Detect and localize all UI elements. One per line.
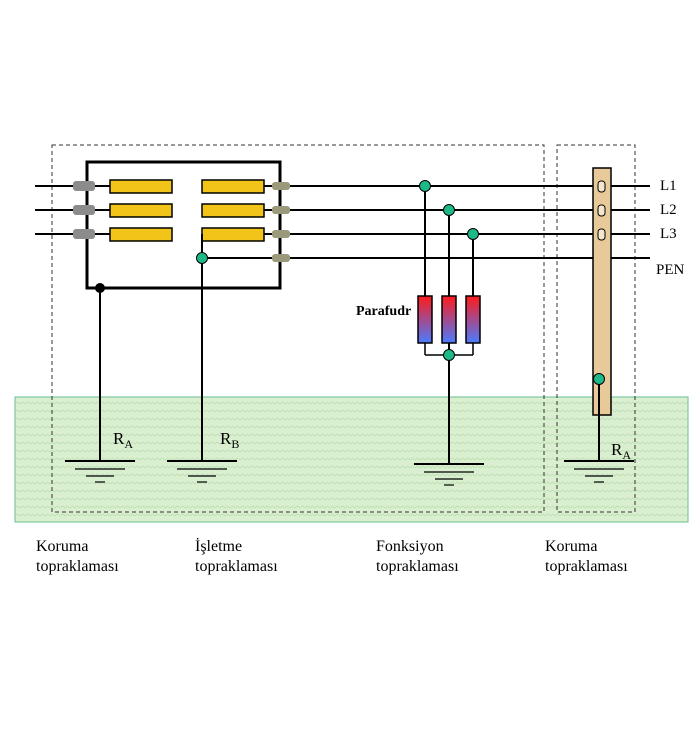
resistance-ra-right: RA [611, 440, 631, 462]
earth-region [14, 396, 689, 523]
secondary-bushings [272, 182, 290, 262]
secondary-windings [201, 179, 265, 242]
ground-symbol-4 [564, 460, 634, 483]
label-l1: L1 [660, 178, 677, 194]
caption-2-line1: İşletme [195, 538, 243, 555]
label-l2: L2 [660, 202, 677, 218]
enclosure-earth-node [95, 283, 105, 293]
star-point-node [196, 252, 208, 264]
caption-1-line2: topraklaması [36, 558, 119, 575]
resistance-ra-left: RA [113, 429, 133, 451]
ground-symbol-2 [167, 460, 237, 483]
caption-2-line2: topraklaması [195, 558, 278, 575]
caption-1-line1: Koruma [36, 538, 89, 555]
resistance-rb: RB [220, 429, 239, 451]
caption-protective-earthing-2: Koruma topraklaması [545, 537, 628, 577]
caption-functional-earthing: Fonksiyon topraklaması [376, 537, 459, 577]
label-l3: L3 [660, 226, 677, 242]
arrester-l1 [417, 295, 433, 344]
caption-3-line2: topraklaması [376, 558, 459, 575]
primary-lines [35, 185, 110, 235]
transformer-enclosure [85, 160, 282, 290]
primary-bushings [73, 181, 95, 239]
label-pen: PEN [656, 262, 685, 278]
installation-boundary [51, 144, 545, 513]
primary-windings [109, 179, 173, 242]
caption-system-earthing: İşletme topraklaması [195, 537, 278, 577]
arrester-l3 [465, 295, 481, 344]
caption-3-line1: Fonksiyon [376, 538, 444, 555]
caption-4-line2: topraklaması [545, 558, 628, 575]
ground-symbol-1 [65, 460, 135, 483]
caption-protective-earthing-1: Koruma topraklaması [36, 537, 119, 577]
consumer-boundary [556, 144, 636, 513]
arrester-label: Parafudr [356, 304, 411, 319]
consumer-earth-rod [592, 167, 612, 460]
caption-4-line1: Koruma [545, 538, 598, 555]
surge-arresters [417, 180, 481, 463]
arrester-l2 [441, 295, 457, 344]
ground-symbol-3 [414, 463, 484, 486]
